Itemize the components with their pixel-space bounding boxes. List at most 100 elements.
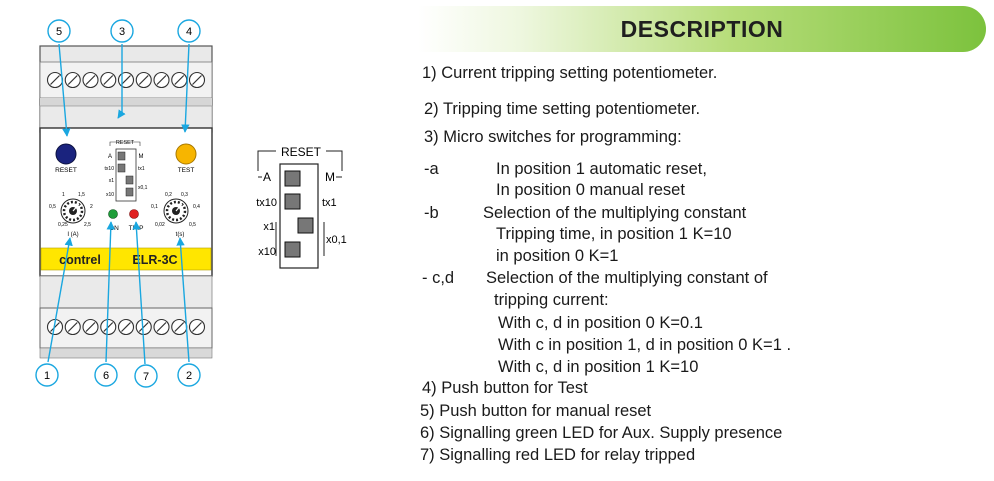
callout-3: 3 <box>110 19 134 43</box>
description-banner: DESCRIPTION <box>418 6 986 52</box>
desc-line-4: 4) Push button for Test <box>422 379 588 397</box>
svg-text:5: 5 <box>56 26 62 38</box>
terminal-screw-slot <box>50 322 60 332</box>
switch-tx1-label: tx1 <box>138 166 145 172</box>
desc-line-a-1: In position 1 automatic reset, <box>496 160 707 178</box>
switch-x1-label: x1 <box>109 178 115 184</box>
time-scale-5: 0,5 <box>189 222 196 228</box>
time-scale-3: 0,3 <box>181 192 188 198</box>
time-scale-0: 0,02 <box>155 222 165 228</box>
svg-text:4: 4 <box>186 26 192 38</box>
detail-a-label: A <box>263 170 271 184</box>
desc-line-1: 1) Current tripping setting potentiomete… <box>422 64 718 82</box>
current-scale-0: 0,25 <box>58 222 68 228</box>
desc-line-b-1: Selection of the multiplying constant <box>483 204 747 222</box>
detail-switch-c[interactable] <box>297 217 314 234</box>
terminal-screw-slot <box>121 75 131 85</box>
terminal-strip-bottom <box>46 318 206 336</box>
time-scale-1: 0,1 <box>151 204 158 210</box>
desc-line-3: 3) Micro switches for programming: <box>424 128 682 146</box>
callout-1: 1 <box>35 363 59 387</box>
terminal-strip-top <box>46 71 206 89</box>
detail-switch-a[interactable] <box>284 170 301 187</box>
detail-m-label: M <box>325 170 335 184</box>
callout-2: 2 <box>177 363 201 387</box>
desc-line-cd-2: tripping current: <box>494 291 609 309</box>
description-title: DESCRIPTION <box>620 16 784 42</box>
desc-line-cd-4: With c in position 1, d in position 0 K=… <box>498 336 792 354</box>
detail-x1-label: x1 <box>263 221 275 233</box>
current-scale-5: 2,5 <box>84 222 91 228</box>
desc-line-cd-3: With c, d in position 0 K=0.1 <box>498 314 703 332</box>
time-unit-label: t(s) <box>176 232 185 238</box>
terminal-screw-slot <box>174 75 185 85</box>
current-scale-4: 2 <box>90 204 93 210</box>
switch-x01-label: x0,1 <box>138 185 148 191</box>
terminal-screw-slot <box>85 322 96 332</box>
terminal-screw-slot <box>192 75 202 85</box>
reset-button[interactable] <box>55 143 77 165</box>
switch-a[interactable] <box>117 151 126 161</box>
relay-diagram: RESET TEST RESET A M tx10 tx1 x1 x10 x0,… <box>35 19 347 388</box>
desc-line-6: 6) Signalling green LED for Aux. Supply … <box>420 424 783 442</box>
detail-tx1-label: tx1 <box>322 197 337 209</box>
switch-detail: RESET A M tx10 tx1 x1 x0,1 x10 <box>256 145 347 269</box>
terminal-screw-slot <box>67 322 78 332</box>
detail-x01-label: x0,1 <box>326 234 347 246</box>
switch-d[interactable] <box>125 187 134 197</box>
test-button-label: TEST <box>178 167 195 174</box>
callout-4: 4 <box>177 19 201 43</box>
svg-text:7: 7 <box>143 371 149 383</box>
switch-b[interactable] <box>117 163 126 173</box>
trip-led <box>129 209 139 219</box>
time-scale-4: 0,4 <box>193 204 200 210</box>
switch-a-label: A <box>108 154 112 160</box>
terminal-screw-slot <box>50 75 60 85</box>
test-button[interactable] <box>175 143 197 165</box>
detail-x10-label: x10 <box>258 246 276 258</box>
desc-line-cd-1: Selection of the multiplying constant of <box>486 269 768 287</box>
switch-x10-label: x10 <box>106 192 114 198</box>
terminal-screw-slot <box>67 75 78 85</box>
terminal-screw-slot <box>121 322 131 332</box>
terminal-screw-slot <box>192 322 202 332</box>
desc-line-b-2: Tripping time, in position 1 K=10 <box>496 225 732 243</box>
callout-leaders <box>47 43 190 365</box>
desc-line-cd: - c,d <box>422 269 455 287</box>
terminal-screw-slot <box>103 75 114 85</box>
desc-line-a: -a <box>424 160 439 178</box>
on-led <box>108 209 118 219</box>
svg-text:6: 6 <box>103 370 109 382</box>
svg-text:2: 2 <box>186 370 192 382</box>
callout-5: 5 <box>47 19 71 43</box>
detail-tx10-label: tx10 <box>256 197 277 209</box>
current-scale-1: 0,5 <box>49 204 56 210</box>
current-unit-label: I (A) <box>67 232 78 238</box>
terminal-screw-slot <box>174 322 185 332</box>
current-potentiometer[interactable] <box>60 198 86 224</box>
detail-switch-b[interactable] <box>284 193 301 210</box>
terminal-screw-slot <box>138 75 149 85</box>
desc-line-b-3: in position 0 K=1 <box>496 247 619 265</box>
terminal-screw-slot <box>156 75 167 85</box>
model-name: ELR-3C <box>132 253 177 267</box>
brand-name: contrel <box>59 253 101 267</box>
callout-6: 6 <box>94 363 118 387</box>
terminal-screw-slot <box>85 75 96 85</box>
time-scale-2: 0,2 <box>165 192 172 198</box>
desc-line-7: 7) Signalling red LED for relay tripped <box>420 446 696 464</box>
current-scale-2: 1 <box>62 192 65 198</box>
desc-line-5: 5) Push button for manual reset <box>420 402 652 420</box>
switch-c[interactable] <box>125 175 134 185</box>
reset-button-label: RESET <box>55 167 77 174</box>
detail-switch-d[interactable] <box>284 241 301 258</box>
terminal-screw-slot <box>156 322 167 332</box>
switch-m-label: M <box>139 154 144 160</box>
time-potentiometer[interactable] <box>163 198 189 224</box>
detail-reset-label: RESET <box>281 145 322 159</box>
desc-line-2: 2) Tripping time setting potentiometer. <box>424 100 701 118</box>
brand-band <box>40 247 212 271</box>
terminal-screw-slot <box>138 322 149 332</box>
terminal-screw-slot <box>103 322 114 332</box>
desc-line-b: -b <box>424 204 439 222</box>
